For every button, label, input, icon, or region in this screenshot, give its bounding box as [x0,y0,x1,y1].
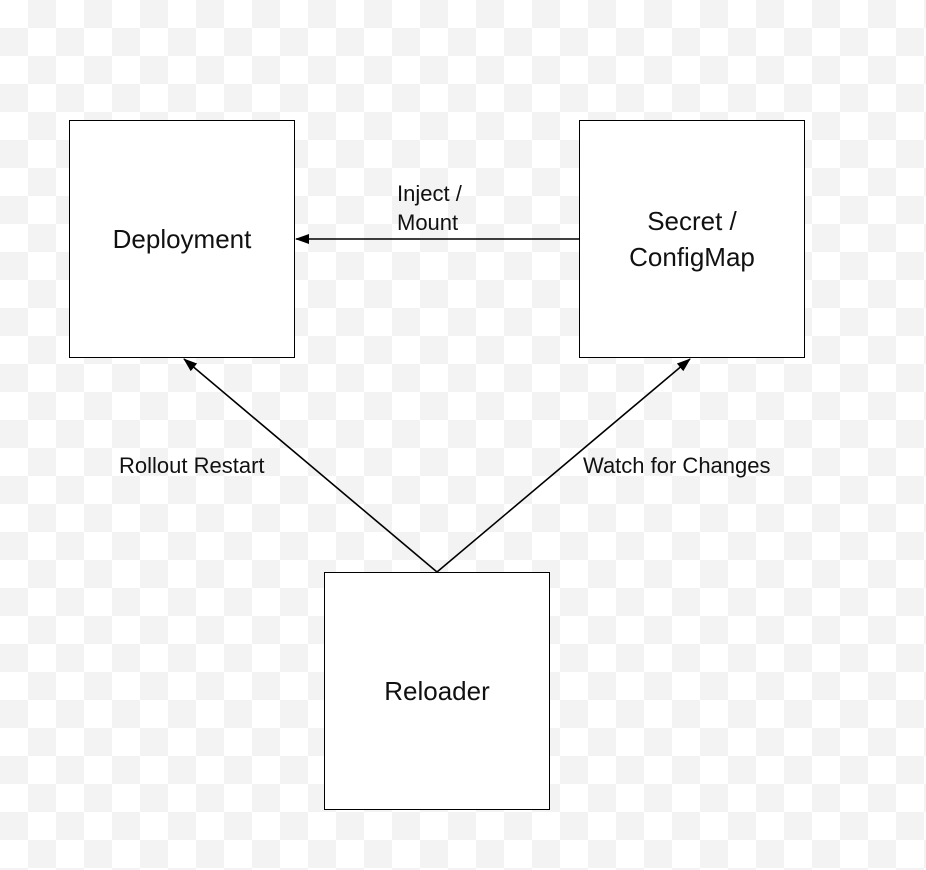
edge-label-watch-for-changes: Watch for Changes [583,453,771,478]
node-secret-configmap[interactable]: Secret / ConfigMap [579,120,805,358]
node-reloader[interactable]: Reloader [324,572,550,810]
node-reloader-label: Reloader [384,676,490,706]
node-deployment[interactable]: Deployment [69,120,295,358]
edge-label-rollout-restart: Rollout Restart [119,453,265,478]
edge-watch-for-changes [436,358,691,573]
edge-rollout-restart [183,358,438,573]
edge-label-inject-mount: Inject / Mount [397,181,462,235]
node-secret-configmap-label: Secret / ConfigMap [629,206,755,272]
node-deployment-label: Deployment [112,224,252,254]
